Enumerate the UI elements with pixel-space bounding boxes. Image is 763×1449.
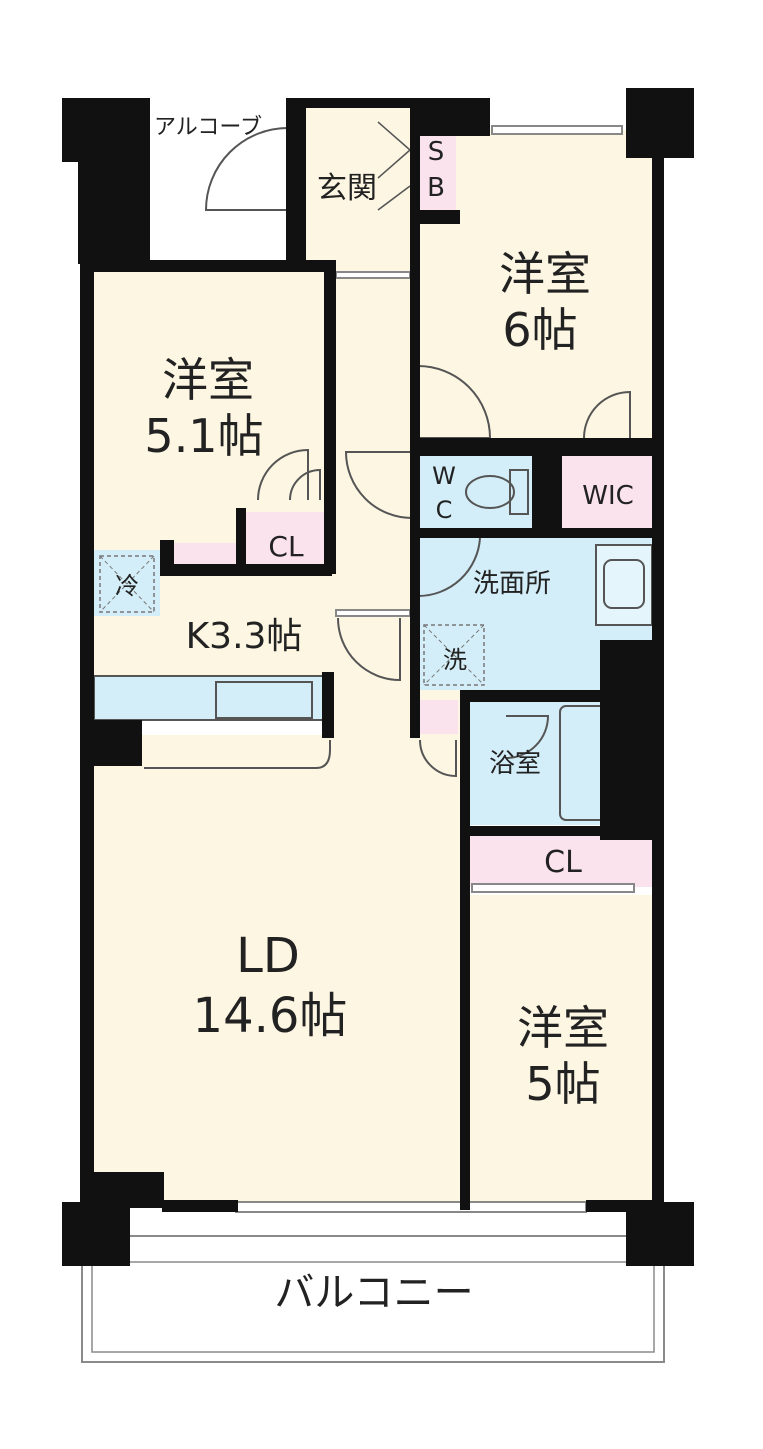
toilet-tank <box>509 469 529 515</box>
ld-floor <box>92 740 462 1205</box>
ld-size: 14.6帖 <box>193 988 348 1044</box>
hall-door <box>344 451 413 519</box>
wic-label: WIC <box>582 481 634 511</box>
room-6-door <box>417 365 492 439</box>
fridge-label: 冷 <box>115 572 139 600</box>
entrance-floor <box>292 102 412 272</box>
room-5-1-door <box>257 448 309 501</box>
balcony-railing <box>91 1261 655 1353</box>
room-5-1-floor <box>92 268 332 543</box>
toilet-bowl <box>465 475 515 509</box>
wash-basin-bowl <box>603 559 645 609</box>
fridge-box <box>99 555 155 613</box>
alcove-label: アルコーブ <box>154 115 262 140</box>
kitchen-sink <box>215 681 313 719</box>
bath-door <box>505 715 550 759</box>
wash-basin-counter <box>595 544 653 626</box>
room-5-size: 5帖 <box>525 1057 600 1111</box>
shoe-box-label-s: S <box>428 137 445 167</box>
room-5-1-name: 洋室 <box>162 353 254 407</box>
room-5-name: 洋室 <box>517 1001 609 1055</box>
cl-door <box>289 468 321 501</box>
shoe-box-label-b: B <box>427 173 445 203</box>
room-5-1-size: 5.1帖 <box>144 409 263 463</box>
walls <box>62 88 694 1266</box>
washer-label: 洗 <box>443 646 467 674</box>
alcove-door <box>204 126 289 211</box>
bathroom-label: 浴室 <box>489 749 541 779</box>
pipe-door <box>419 739 457 778</box>
room-6-size: 6帖 <box>502 303 577 357</box>
kitchen-label: K3.3帖 <box>186 616 303 657</box>
ld-upper-floor <box>140 735 460 745</box>
balcony-area <box>81 1235 665 1363</box>
wc-label-w: W <box>432 462 456 490</box>
entrance-shoe-doors <box>377 121 411 211</box>
wic-area <box>562 456 656 528</box>
fridge-cross-2 <box>99 555 155 613</box>
room-5-floor <box>470 895 656 1205</box>
wash-door <box>417 537 481 598</box>
washroom-label: 洗面所 <box>473 569 551 599</box>
closet-small-area <box>244 512 328 564</box>
ld-door <box>337 617 401 682</box>
closet-lower-area <box>470 835 656 887</box>
kitchen-ld-curve <box>144 740 331 769</box>
closet-small-label: CL <box>268 530 304 563</box>
washer-box <box>423 624 485 686</box>
balcony-label: バルコニー <box>274 1270 473 1316</box>
entrance-label: 玄関 <box>317 171 377 206</box>
wc-label-c: C <box>436 496 453 524</box>
washer-cross-2 <box>423 624 485 686</box>
pipe-space-area <box>418 700 458 734</box>
closet-strip-area <box>174 543 236 565</box>
ld-name: LD <box>236 928 300 984</box>
wic-door <box>583 390 631 439</box>
closet-lower-label: CL <box>544 845 582 880</box>
room-6-name: 洋室 <box>499 247 591 301</box>
